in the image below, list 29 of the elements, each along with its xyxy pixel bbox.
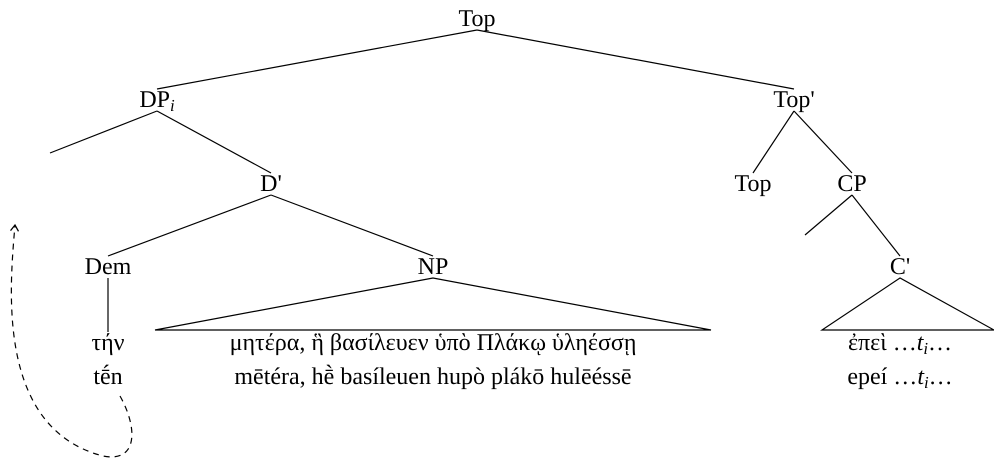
- transliteration-text: epeí …t$_{i}$…: [847, 363, 953, 394]
- tree-triangle: [154, 277, 712, 331]
- tree-branch: [270, 194, 434, 257]
- tree-branch: [804, 194, 852, 236]
- tree-branch: [852, 194, 900, 256]
- tree-branch: [752, 110, 794, 174]
- tree-branch: [50, 110, 158, 154]
- tree-branch: [156, 110, 272, 174]
- tree-node-label: C': [890, 253, 910, 282]
- tree-node-label: Top: [458, 5, 496, 34]
- tree-branch: [476, 29, 794, 90]
- tree-node-label: Top': [773, 86, 815, 115]
- greek-text: ἐπεὶ …t$_{i}$…: [847, 329, 953, 360]
- tree-node-label: Top: [734, 170, 772, 199]
- tree-branch: [108, 194, 272, 257]
- tree-branch: [156, 29, 478, 90]
- tree-branch: [794, 110, 852, 174]
- greek-text: τήν: [91, 329, 125, 358]
- tree-node-label: Dem: [84, 253, 132, 282]
- transliteration-text: mētéra, hḕ basíleuen hupò plákō hulēéssē: [233, 363, 633, 392]
- greek-text: μητέρα, ἣ βασίλευεν ὑπὸ Πλάκῳ ὑληέσσῃ: [230, 329, 636, 358]
- tree-node-label: NP: [418, 253, 448, 282]
- tree-triangle: [820, 277, 994, 331]
- transliteration-text: tḗn: [92, 363, 124, 392]
- tree-branch: [107, 278, 109, 332]
- tree-node-label: CP: [837, 170, 867, 199]
- movement-arrow: [10, 224, 132, 458]
- tree-node-label: DP$_{i}$: [139, 86, 175, 117]
- tree-node-label: D': [260, 170, 282, 199]
